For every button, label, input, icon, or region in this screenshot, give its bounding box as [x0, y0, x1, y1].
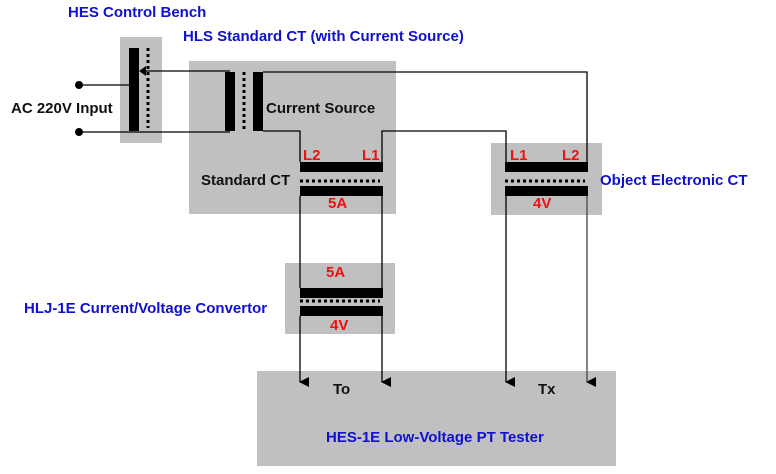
convertor-title: HLJ-1E Current/Voltage Convertor	[24, 300, 268, 317]
convertor-box	[285, 263, 395, 334]
wire-cs-to-object-l2	[263, 71, 588, 162]
standard-ct-secondary-bar	[300, 186, 383, 196]
current-source-secondary-coil	[253, 72, 263, 131]
standard-ct-primary-bar	[300, 162, 383, 172]
object-ct-title: Object Electronic CT	[600, 172, 748, 189]
ac-input-label: AC 220V Input	[11, 100, 113, 117]
obj-ct-l1-terminal: L1	[510, 147, 528, 164]
tester-tx-label: Tx	[538, 381, 556, 398]
obj-ct-secondary-rating: 4V	[533, 195, 552, 212]
conv-primary-rating: 5A	[326, 264, 346, 281]
conv-secondary-rating: 4V	[330, 317, 349, 334]
obj-ct-l2-terminal: L2	[562, 147, 580, 164]
standard-ct-title: HLS Standard CT (with Current Source)	[183, 28, 464, 45]
bench-wiper-arrow	[139, 66, 146, 76]
object-ct-box	[491, 143, 602, 215]
current-source-primary-coil	[225, 72, 235, 131]
wire-std-l1-to-object-l1	[381, 130, 507, 162]
std-ct-l1-terminal: L1	[362, 147, 380, 164]
tester-to-label: To	[333, 381, 351, 398]
bench-coil	[129, 48, 139, 131]
tester-title: HES-1E Low-Voltage PT Tester	[326, 429, 544, 446]
convertor-secondary-bar	[300, 306, 383, 316]
object-ct-primary-bar	[505, 162, 588, 172]
wire-cs-to-std-l2	[263, 130, 301, 162]
current-source-label: Current Source	[266, 100, 376, 117]
control-bench-box	[120, 37, 162, 143]
tester-box	[257, 371, 616, 466]
object-ct-secondary-bar	[505, 186, 588, 196]
standard-ct-label: Standard CT	[201, 172, 291, 189]
std-ct-secondary-rating: 5A	[328, 195, 348, 212]
control-bench-title: HES Control Bench	[68, 4, 207, 21]
std-ct-l2-terminal: L2	[303, 147, 321, 164]
convertor-primary-bar	[300, 288, 383, 298]
